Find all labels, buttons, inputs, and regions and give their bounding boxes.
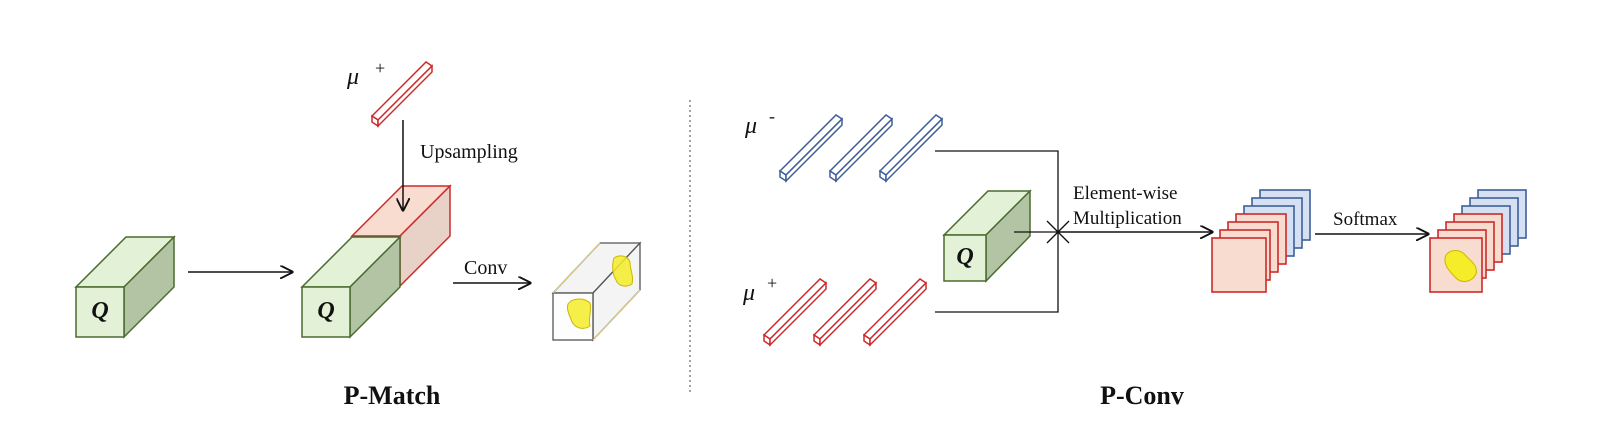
output-mask-cube	[551, 241, 642, 342]
positive-prototype-bar	[762, 278, 828, 347]
similarity-map-stack	[1211, 189, 1311, 293]
p-match-panel: Q Q μ + Upsampling Conv	[74, 58, 642, 410]
multiplication-label-line1: Element-wise	[1073, 183, 1177, 204]
multiplication-label-line2: Multiplication	[1073, 208, 1182, 229]
negative-prototype-bars	[778, 114, 944, 183]
conv-label: Conv	[464, 257, 507, 279]
p-conv-panel: μ - μ + Q	[742, 106, 1527, 410]
p-conv-title: P-Conv	[1100, 381, 1184, 410]
softmax-output-stack	[1429, 189, 1527, 293]
positive-prototype-bar	[370, 61, 434, 128]
query-cube-input: Q	[74, 235, 176, 339]
positive-prototype-label: μ	[346, 64, 359, 90]
positive-prototype-bar	[862, 278, 928, 347]
query-label: Q	[956, 244, 973, 270]
positive-prototype-bars	[762, 278, 928, 347]
p-match-title: P-Match	[344, 381, 441, 410]
positive-prototype-bar	[812, 278, 878, 347]
query-label: Q	[91, 298, 108, 324]
negative-prototype-bar	[828, 114, 894, 183]
upsampling-label: Upsampling	[420, 141, 518, 163]
positive-prototype-sup: +	[767, 273, 777, 293]
query-label: Q	[317, 298, 334, 324]
negative-prototype-bar	[878, 114, 944, 183]
segmentation-mask-back	[612, 255, 634, 287]
positive-prototype-sup: +	[375, 58, 385, 78]
segmentation-mask	[1444, 250, 1477, 282]
negative-prototype-bar	[778, 114, 844, 183]
segmentation-mask-front	[567, 298, 592, 329]
negative-prototype-label: μ	[744, 113, 757, 139]
softmax-label: Softmax	[1333, 209, 1398, 230]
query-cube-concat: Q	[300, 235, 402, 339]
negative-prototype-sup: -	[769, 106, 775, 126]
query-cube-pconv: Q	[942, 189, 1032, 283]
positive-prototype-label: μ	[742, 280, 755, 306]
